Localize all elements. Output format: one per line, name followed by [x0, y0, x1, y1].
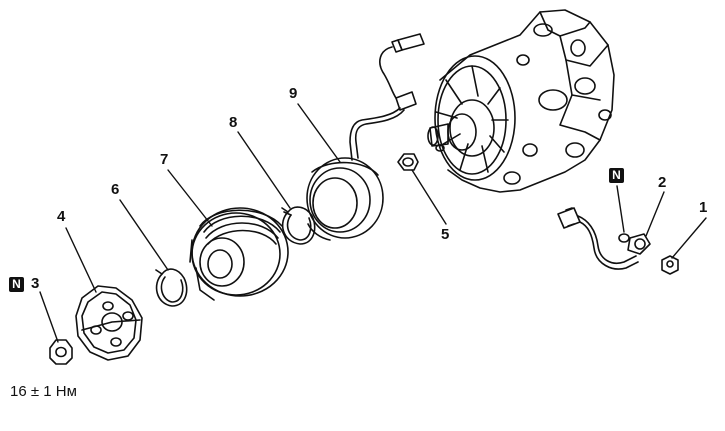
part-6-snap-ring — [155, 268, 188, 307]
callout-2: 2 — [658, 174, 667, 191]
replace-badge-part-2: N — [609, 168, 624, 183]
leader-line-2 — [645, 191, 665, 237]
leader-line-6 — [119, 199, 169, 271]
leader-line-1 — [671, 217, 707, 259]
callout-5: 5 — [441, 226, 450, 243]
callout-9: 9 — [289, 85, 298, 102]
compressor-body — [427, 9, 615, 193]
leader-line-5 — [411, 169, 447, 225]
part-8-snap-ring — [281, 206, 316, 245]
leader-line-3 — [39, 291, 59, 343]
replace-badge-part-3: N — [9, 277, 24, 292]
o-ring — [618, 233, 630, 243]
callout-1: 1 — [699, 199, 708, 216]
torque-spec-label: 16 ± 1 Нм — [10, 383, 77, 400]
callout-6: 6 — [111, 181, 120, 198]
callout-8: 8 — [229, 114, 238, 131]
callout-4: 4 — [57, 208, 66, 225]
part-4-armature-plate — [75, 285, 143, 361]
part-1-nut — [661, 255, 679, 275]
part-7-pulley — [189, 207, 289, 301]
leader-line-4 — [65, 227, 97, 293]
callout-3: 3 — [31, 275, 40, 292]
callout-7: 7 — [160, 151, 169, 168]
part-5-shim — [397, 153, 419, 171]
leader-line-7 — [167, 169, 213, 227]
leader-line-9 — [297, 103, 341, 163]
part-9-field-coil — [306, 157, 384, 241]
leader-line-8 — [237, 131, 291, 209]
part-3-nut — [49, 339, 73, 365]
leader-line-n2 — [616, 185, 625, 233]
coil-wire-harness — [349, 33, 425, 161]
part-2-thermal-switch — [557, 207, 651, 270]
